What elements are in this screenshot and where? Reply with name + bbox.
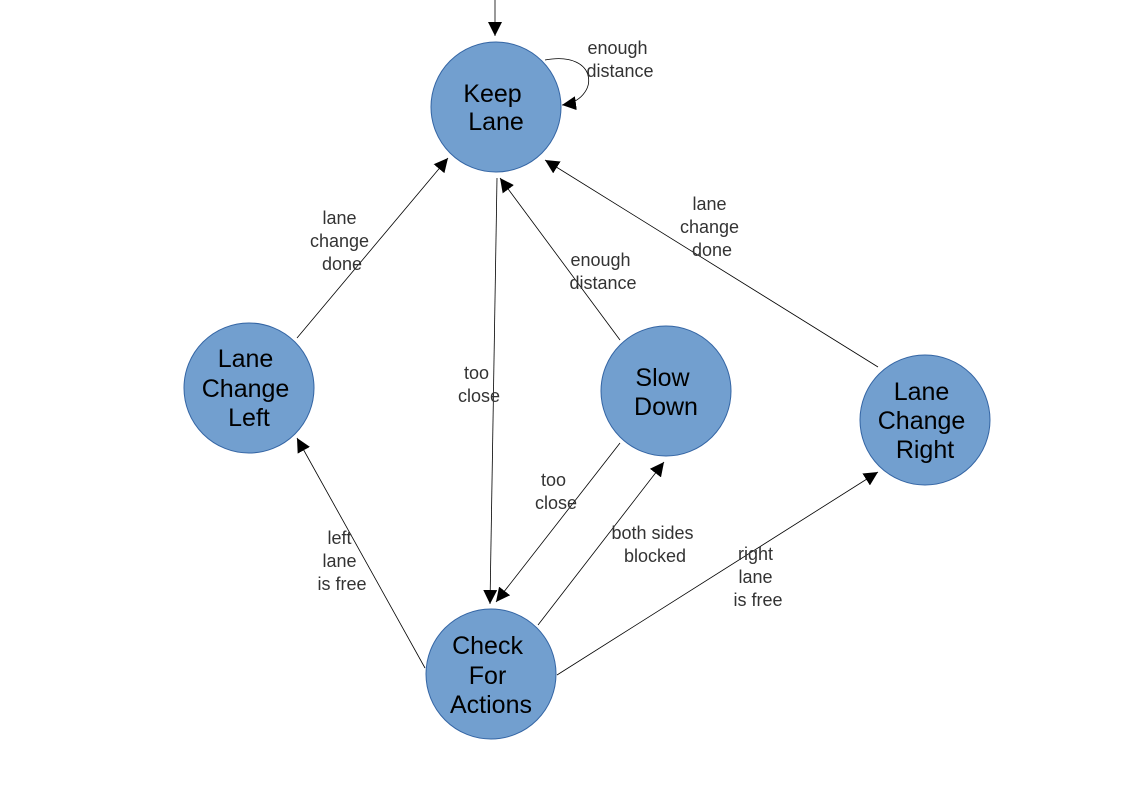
- edge-label-line: enough: [570, 250, 630, 270]
- edge-label-line: lane: [322, 208, 356, 228]
- transition-right-to-keep-lane: [544, 159, 879, 368]
- edge-label-line: lane: [692, 194, 726, 214]
- edge-label-line: blocked: [624, 546, 686, 566]
- state-label-line: Check: [452, 632, 523, 660]
- edge-label-line: lane: [738, 567, 772, 587]
- edge-label-line: is free: [733, 590, 782, 610]
- edge-label-line: distance: [586, 61, 653, 81]
- edge-label-line: is free: [317, 574, 366, 594]
- state-label-line: Change: [202, 375, 290, 403]
- state-lane-change-left: Lane Change Left: [183, 322, 315, 454]
- transition-left-to-keep-lane: [296, 157, 449, 339]
- edge-label-line: left: [327, 528, 351, 548]
- edge-label-line: too: [464, 363, 489, 383]
- transition-keep-lane-to-check: [483, 177, 498, 605]
- edge-label-line: change: [310, 231, 369, 251]
- edge-label-line: close: [458, 386, 500, 406]
- transition-check-to-right: [556, 471, 879, 676]
- transition-check-to-slow: [537, 461, 665, 626]
- edge-label-line: done: [692, 240, 732, 260]
- state-label-line: For: [469, 662, 507, 690]
- state-label-line: Left: [228, 404, 270, 432]
- state-slow-down: Slow Down: [600, 325, 732, 457]
- edge-label-line: too: [541, 470, 566, 490]
- svg-text:Check For Actions: Check For Actions: [450, 632, 532, 719]
- edge-label-check-to-right: right lane is free: [733, 544, 782, 610]
- state-label-line: Lane: [894, 378, 950, 406]
- edge-label-keep-self: enough distance: [586, 38, 653, 81]
- svg-text:Slow Down: Slow Down: [634, 364, 698, 421]
- transition-keep-lane-self: [544, 58, 590, 111]
- state-label-line: Down: [634, 393, 698, 421]
- state-keep-lane: Keep Lane: [430, 41, 562, 173]
- state-label-line: Actions: [450, 691, 532, 719]
- transition-check-to-left: [296, 437, 426, 669]
- edge-label-slow-to-check: too close: [535, 470, 577, 513]
- state-label-line: Slow: [635, 364, 690, 392]
- state-label-line: Change: [878, 407, 966, 435]
- edge-label-line: done: [322, 254, 362, 274]
- edge-label-line: close: [535, 493, 577, 513]
- state-label-line: Keep: [463, 80, 521, 108]
- state-label-line: Lane: [468, 108, 524, 136]
- edge-label-line: change: [680, 217, 739, 237]
- edge-label-left-to-keep: lane change done: [310, 208, 374, 274]
- state-check-for-actions: Check For Actions: [425, 608, 557, 740]
- transition-slow-to-keep-lane: [499, 177, 621, 341]
- edge-label-line: lane: [322, 551, 356, 571]
- svg-text:Keep Lane: Keep Lane: [463, 80, 528, 136]
- edge-label-check-to-left: left lane is free: [317, 528, 366, 594]
- edge-label-line: enough: [587, 38, 647, 58]
- state-lane-change-right: Lane Change Right: [859, 354, 991, 486]
- edge-label-check-to-slow: both sides blocked: [611, 523, 698, 566]
- edge-label-line: right: [738, 544, 773, 564]
- transition-slow-to-check: [495, 442, 621, 603]
- edge-label-line: distance: [569, 273, 636, 293]
- svg-text:Lane Change Left: Lane Change Left: [202, 345, 297, 432]
- state-label-line: Lane: [218, 345, 274, 373]
- edge-label-line: both sides: [611, 523, 693, 543]
- state-label-line: Right: [896, 436, 954, 464]
- edge-label-slow-to-keep: enough distance: [569, 250, 636, 293]
- edge-label-right-to-keep: lane change done: [680, 194, 744, 260]
- svg-text:Lane Change Right: Lane Change Right: [878, 378, 973, 464]
- edge-label-keep-to-check: too close: [458, 363, 500, 406]
